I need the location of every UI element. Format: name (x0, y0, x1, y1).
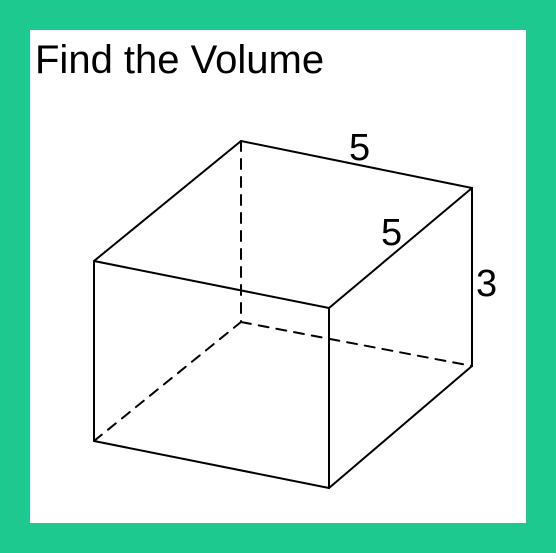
front-bottom-edge (93, 440, 330, 489)
top-left-edge (93, 140, 242, 262)
front-top-edge (93, 260, 330, 309)
hidden-bottom-back-edge (240, 321, 473, 367)
bottom-right-edge (328, 365, 473, 489)
hidden-bottom-left-edge (93, 321, 242, 442)
top-back-edge (240, 140, 473, 189)
top-right-edge (328, 187, 473, 309)
depth-edge-label: 5 (381, 212, 402, 254)
page-title: Find the Volume (35, 38, 325, 82)
height-edge-label: 3 (476, 263, 497, 305)
top-edge-label: 5 (349, 127, 370, 169)
